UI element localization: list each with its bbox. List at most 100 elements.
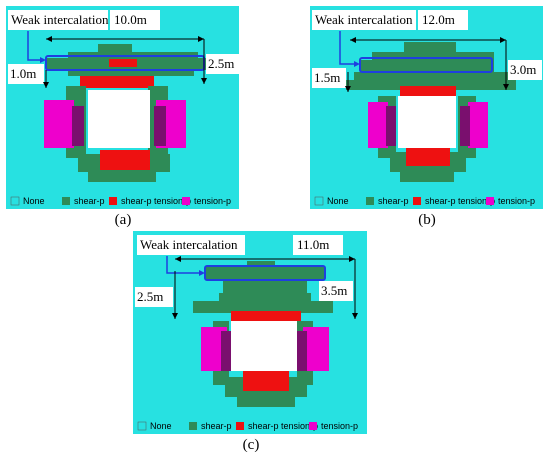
length-arrow-right — [500, 37, 506, 43]
length-label: 10.0m — [114, 12, 147, 27]
panel-c-figure: Weak intercalation 11.0m 2.5m 3.5m None … — [133, 231, 367, 434]
length-label-box — [293, 235, 343, 255]
weak-label-box — [312, 10, 416, 30]
legend-swatch-tension — [309, 422, 317, 430]
length-arrow-left — [350, 37, 356, 43]
legend-swatch-shear — [189, 422, 197, 430]
tension-zone-left — [368, 102, 388, 148]
panel-a: Weak intercalation 10.0m 1.0m 2.5m None … — [6, 6, 239, 209]
length-arrow-left — [175, 256, 181, 262]
legend-label-none: None — [23, 196, 45, 206]
weak-label: Weak intercalation — [11, 12, 109, 27]
weak-label: Weak intercalation — [315, 12, 413, 27]
tension-edge-left — [72, 106, 84, 146]
legend-label-shear-tension: shear-p tension-p — [425, 196, 495, 206]
length-arrow-left — [46, 36, 52, 42]
shear-tension-floor — [243, 371, 289, 391]
shear-zone-top — [98, 44, 132, 52]
depth-label-box — [319, 281, 353, 301]
weak-intercalation-outline — [359, 57, 493, 73]
legend-swatch-none — [137, 421, 147, 431]
panel-a-figure: Weak intercalation 10.0m 1.0m 2.5m None … — [6, 6, 239, 209]
tension-edge-right — [154, 106, 166, 146]
legend-label-none: None — [327, 196, 349, 206]
shear-zone-top — [404, 42, 456, 52]
shear-zone-wider — [346, 80, 516, 90]
depth-label: 3.0m — [510, 62, 536, 77]
tension-zone-left — [44, 100, 74, 148]
depth-arrow — [352, 313, 358, 319]
shear-zone-band — [372, 52, 494, 60]
length-label: 11.0m — [297, 237, 329, 252]
weak-label-leader — [339, 31, 358, 65]
tension-edge-left — [221, 331, 231, 371]
caption-a: (a) — [114, 212, 132, 228]
caption-c: (c) — [242, 437, 260, 453]
weak-label-leader — [166, 256, 203, 274]
length-arrow-right — [349, 256, 355, 262]
weak-label-box — [8, 10, 108, 30]
depth-label-box — [508, 60, 542, 80]
shear-zone-bottom — [88, 172, 156, 182]
tension-edge-left — [386, 106, 396, 146]
panel-b: Weak intercalation 12.0m 1.5m 3.0m None … — [310, 6, 543, 209]
shear-tension-crown — [400, 86, 456, 96]
legend-label-tension: tension-p — [194, 196, 231, 206]
shear-zone-upper — [223, 279, 307, 293]
legend-label-shear-tension: shear-p tension-p — [248, 421, 318, 431]
shear-zone-bottom — [237, 397, 295, 407]
weak-intercalation-layer — [205, 267, 325, 279]
shear-zone-wide — [354, 72, 510, 80]
legend-swatch-shear — [62, 197, 70, 205]
weak-label-arrowhead — [40, 57, 46, 63]
thickness-label: 2.5m — [137, 289, 163, 304]
weak-label-box — [137, 235, 245, 255]
legend: None shear-p shear-p tension-p tension-p — [314, 196, 535, 206]
thickness-label-box — [312, 68, 346, 88]
thickness-label-box — [8, 64, 44, 84]
length-label-box — [110, 10, 160, 30]
thickness-arrow — [345, 86, 351, 92]
caption-b: (b) — [418, 212, 436, 228]
legend-label-shear: shear-p — [378, 196, 409, 206]
shear-zone-lower — [68, 70, 194, 76]
depth-label: 3.5m — [321, 283, 347, 298]
legend-swatch-tension — [182, 197, 190, 205]
legend-swatch-none — [10, 196, 20, 206]
legend: None shear-p shear-p tension-p tension-p — [137, 421, 358, 431]
tension-zone-right — [303, 327, 329, 371]
legend-label-none: None — [150, 421, 172, 431]
thickness-arrow — [43, 82, 49, 88]
legend-swatch-shear-tension — [413, 197, 421, 205]
depth-label: 2.5m — [208, 56, 234, 71]
legend-swatch-none — [314, 196, 324, 206]
depth-label-box — [206, 54, 239, 74]
length-label-box — [418, 10, 468, 30]
legend-swatch-shear-tension — [236, 422, 244, 430]
shear-tension-crown — [231, 311, 301, 321]
shear-zone-bottom — [400, 172, 454, 182]
panel-c: Weak intercalation 11.0m 2.5m 3.5m None … — [133, 231, 367, 434]
legend-label-tension: tension-p — [498, 196, 535, 206]
legend-label-tension: tension-p — [321, 421, 358, 431]
shear-tension-floor — [100, 150, 150, 170]
tunnel-cavity — [88, 90, 150, 148]
legend-label-shear: shear-p — [74, 196, 105, 206]
legend: None shear-p shear-p tension-p tension-p — [10, 196, 231, 206]
legend-label-shear-tension: shear-p tension-p — [121, 196, 191, 206]
legend-swatch-tension — [486, 197, 494, 205]
tension-zone-right — [468, 102, 488, 148]
thickness-label: 1.5m — [314, 70, 340, 85]
thickness-arrow — [172, 313, 178, 319]
weak-label-leader — [27, 31, 44, 61]
legend-label-shear: shear-p — [201, 421, 232, 431]
weak-intercalation-layer — [360, 60, 494, 72]
shear-zone-wide — [193, 301, 333, 313]
weak-label: Weak intercalation — [140, 237, 238, 252]
weak-label-arrowhead — [354, 61, 360, 67]
thickness-label: 1.0m — [10, 66, 36, 81]
tension-edge-right — [297, 331, 307, 371]
tension-edge-right — [460, 106, 470, 146]
panel-b-figure: Weak intercalation 12.0m 1.5m 3.0m None … — [310, 6, 543, 209]
shear-tension-spot — [109, 59, 137, 67]
